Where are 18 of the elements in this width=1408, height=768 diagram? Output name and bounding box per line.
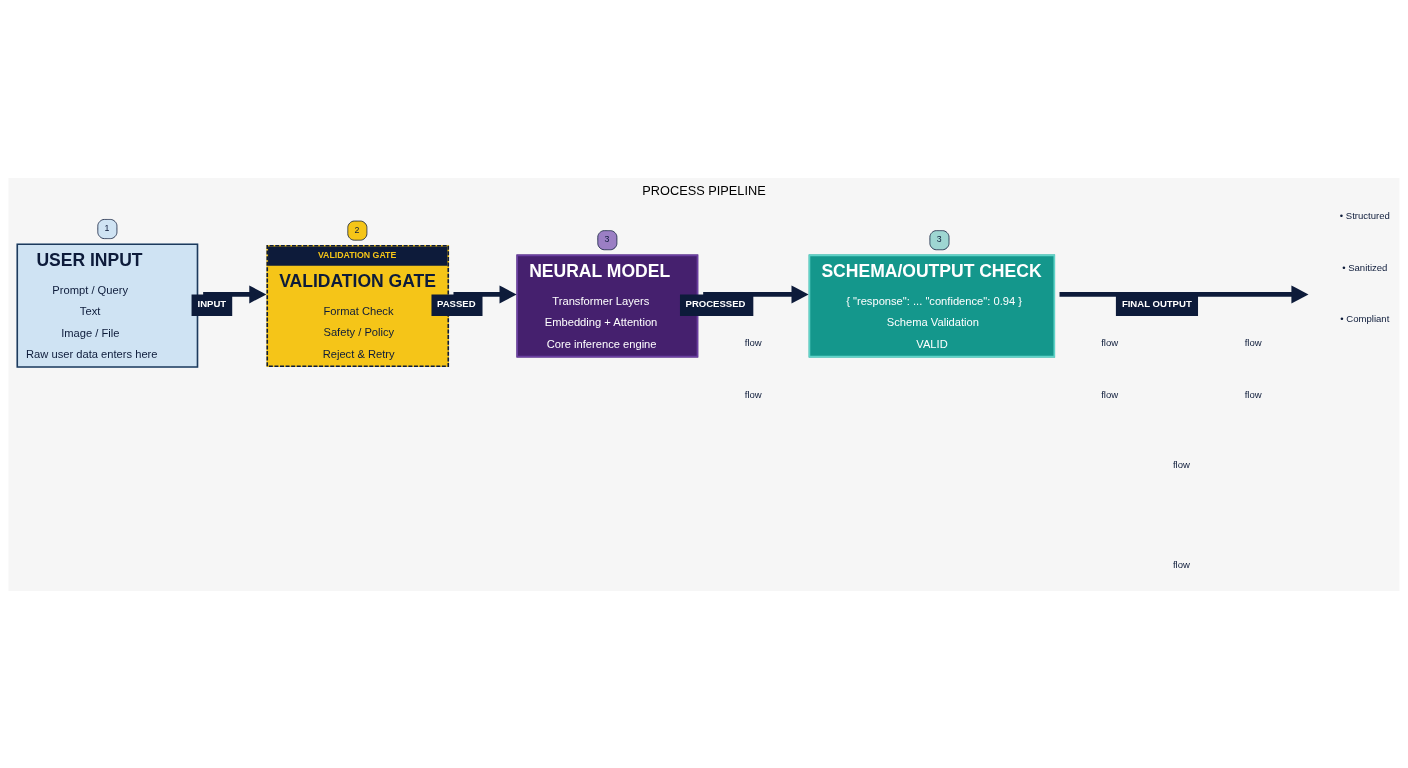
label: flow: [1244, 388, 1262, 400]
label: flow: [1101, 336, 1119, 348]
label: • Structured: [1339, 209, 1390, 221]
edge-label: INPUT: [197, 297, 227, 309]
label: flow: [1244, 336, 1262, 348]
edge-label: FINAL OUTPUT: [1121, 297, 1192, 309]
node-label: 3: [604, 233, 610, 244]
label: flow: [744, 336, 762, 348]
node-label: 2: [354, 224, 360, 235]
label: flow: [744, 388, 762, 400]
diagram-title: PROCESS PIPELINE: [642, 182, 766, 198]
label: • Sanitized: [1342, 261, 1388, 273]
label: flow: [1172, 458, 1190, 470]
node-label: 3: [936, 233, 942, 244]
label: • Compliant: [1340, 312, 1390, 324]
label: flow: [1172, 558, 1190, 570]
node-label: 1: [104, 222, 110, 233]
label: flow: [1101, 388, 1119, 400]
